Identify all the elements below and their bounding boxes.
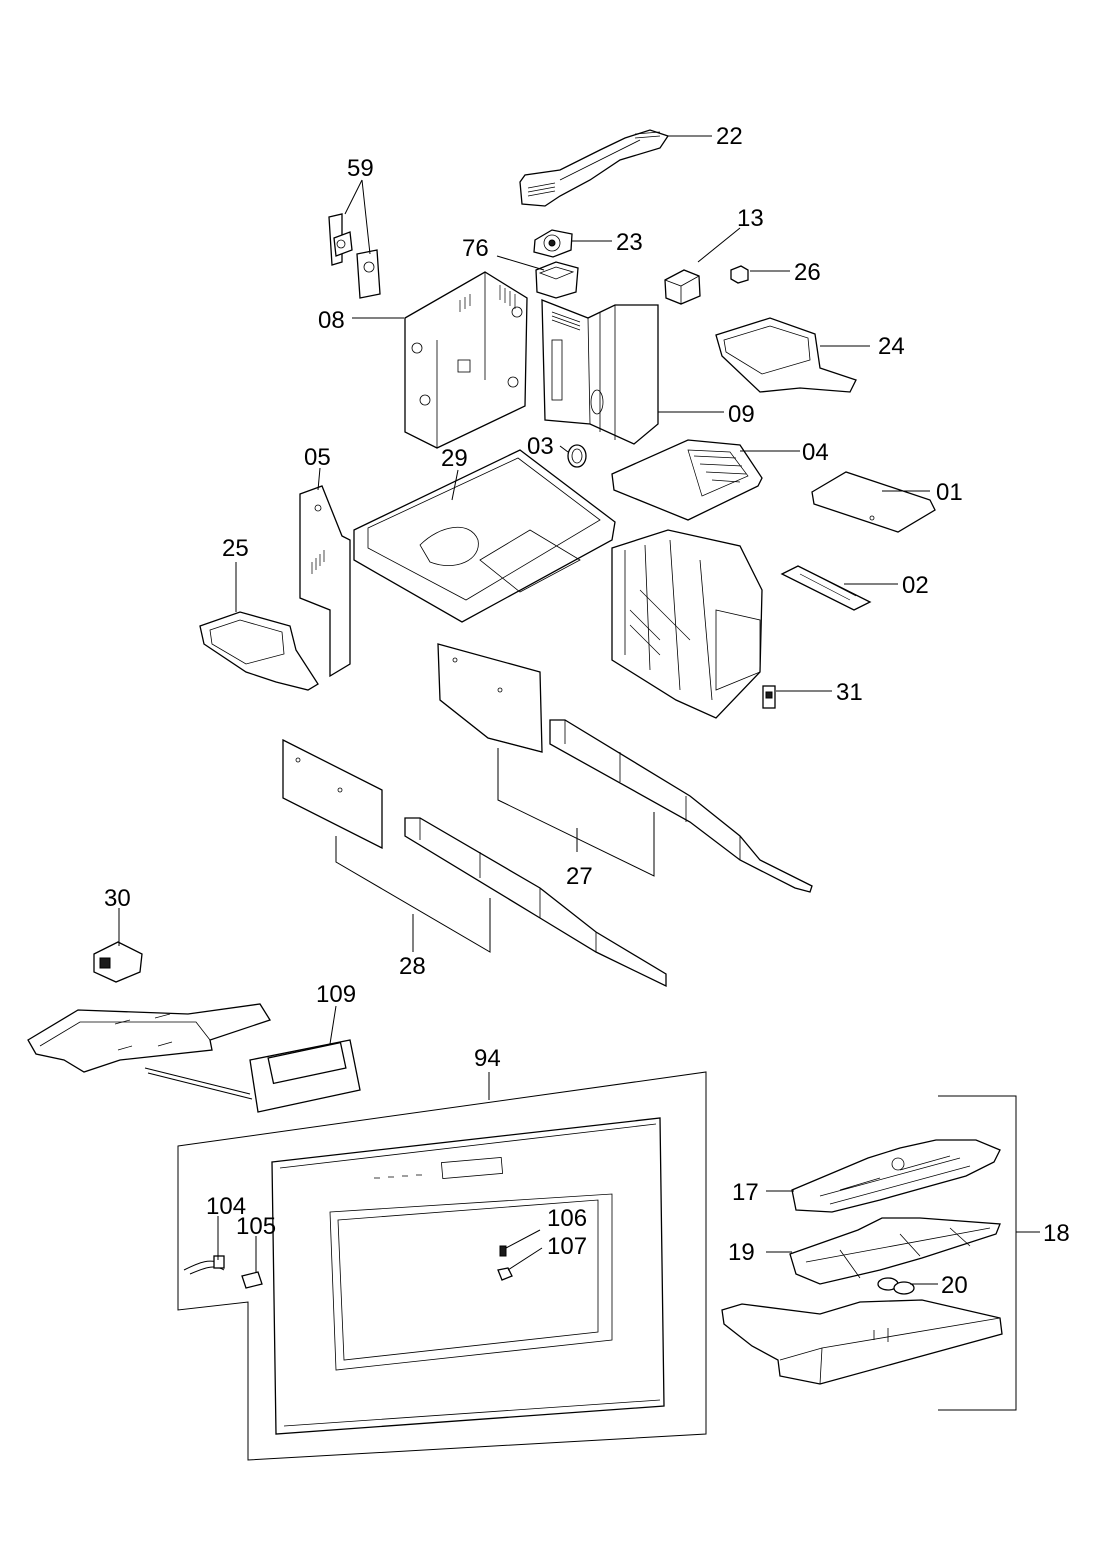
callout-19: 19: [728, 1239, 755, 1266]
part-01-panel: [811, 471, 936, 533]
callout-27: 27: [566, 863, 593, 890]
callout-04: 04: [802, 439, 829, 466]
callout-59: 59: [347, 155, 374, 182]
callout-104: 104: [206, 1193, 246, 1220]
callout-08: 08: [318, 307, 345, 334]
part-109-control-board: [144, 1039, 361, 1113]
callout-labels: 22 59 76 23 13 26 08 24 09 03 04 05 29 0…: [104, 123, 1070, 1299]
part-25-tray: [199, 611, 319, 691]
callout-106: 106: [547, 1205, 587, 1232]
callout-13: 13: [737, 205, 764, 232]
callout-22: 22: [716, 123, 743, 150]
part-09-side-panel: [541, 299, 659, 445]
callout-76: 76: [462, 235, 489, 262]
part-28-slide-assembly: [282, 738, 667, 988]
part-26-clip: [730, 265, 749, 284]
part-23-fan: [533, 229, 573, 258]
callout-20: 20: [941, 1272, 968, 1299]
callout-01: 01: [936, 479, 963, 506]
part-105-clip: [241, 1271, 263, 1289]
leader-lines: [118, 135, 1040, 1411]
callout-17: 17: [732, 1179, 759, 1206]
callout-29: 29: [441, 445, 468, 472]
part-76-duct: [535, 261, 579, 299]
callout-25: 25: [222, 535, 249, 562]
part-04-grille-lid: [611, 439, 763, 521]
drip-tray: [721, 1299, 1003, 1385]
callout-02: 02: [902, 572, 929, 599]
callout-94: 94: [474, 1045, 501, 1072]
part-31-switch: [762, 685, 776, 709]
part-02-vent-strip: [780, 565, 872, 611]
part-20-caps: [877, 1277, 915, 1295]
part-104-wire: [183, 1255, 225, 1275]
callout-109: 109: [316, 981, 356, 1008]
callout-09: 09: [728, 401, 755, 428]
part-107-bracket: [497, 1267, 513, 1281]
part-22-top-cover: [519, 129, 670, 207]
central-body-unit: [611, 529, 763, 719]
part-19-tray-frame: [789, 1217, 1001, 1285]
part-30-board: [93, 941, 143, 983]
part-106-plug: [499, 1245, 507, 1257]
part-59-brackets: [328, 213, 381, 299]
callout-18: 18: [1043, 1220, 1070, 1247]
callout-24: 24: [878, 333, 905, 360]
part-05-side-plate: [299, 485, 351, 678]
callout-03: 03: [527, 433, 554, 460]
part-29-base-frame: [353, 449, 616, 623]
callout-31: 31: [836, 679, 863, 706]
callout-107: 107: [547, 1233, 587, 1260]
part-27-slide-assembly: [437, 643, 813, 893]
callout-30: 30: [104, 885, 131, 912]
callout-23: 23: [616, 229, 643, 256]
part-24-tray: [715, 317, 857, 393]
part-17-grid: [791, 1139, 1001, 1213]
callout-28: 28: [399, 953, 426, 980]
mounting-bracket: [27, 1003, 271, 1073]
part-03-ring: [567, 444, 587, 468]
part-08-side-panel: [404, 271, 528, 449]
callout-05: 05: [304, 444, 331, 471]
callout-105: 105: [236, 1213, 276, 1240]
callout-26: 26: [794, 259, 821, 286]
part-13-block: [664, 269, 701, 305]
part-94-front-panel: [177, 1071, 707, 1461]
